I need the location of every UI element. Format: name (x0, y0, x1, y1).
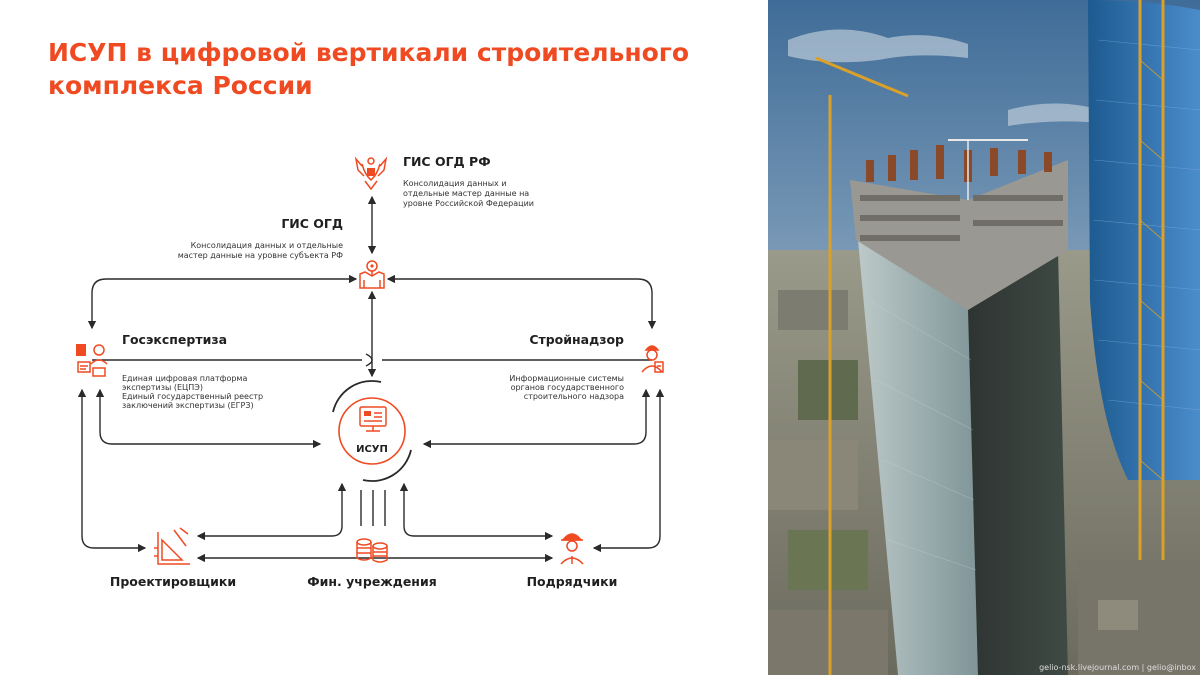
fin-title: Фин. учреждения (307, 574, 436, 589)
arrow-region-to-nadzor (386, 274, 657, 330)
gosexpertiza-desc-3: Единый государственный реестр (122, 392, 263, 401)
skyscraper-photo-illustration (768, 0, 1200, 675)
gis-ogd-rf-desc-1: Консолидация данных и (403, 179, 507, 188)
line-crossover (365, 353, 373, 367)
gosexpertiza-desc-2: экспертизы (ЕЦПЭ) (122, 383, 203, 392)
isup-ring-arc-top (332, 380, 382, 413)
node-gosexpertiza: Госэкспертиза Единая цифровая платформа … (76, 332, 263, 410)
isup-vertical-diagram: ИСУП ГИС ОГД РФ Консолидация данных и от… (76, 154, 665, 589)
gis-ogd-rf-desc-2: отдельные мастер данные на (403, 189, 529, 198)
isup-ring-arc-bottom (362, 449, 412, 482)
construction-photo: gelio-nsk.livejournal.com | gelio@inbox (768, 0, 1200, 675)
drafting-tools-icon (154, 527, 190, 565)
node-podryadchiki: Подрядчики (527, 533, 618, 589)
node-proektirovshchiki: Проектировщики (110, 527, 236, 589)
builder-icon (560, 533, 584, 565)
gis-ogd-desc-2: мастер данные на уровне субъекта РФ (178, 251, 343, 260)
node-stroynadzor: Стройнадзор Информационные системы орган… (509, 332, 664, 401)
slide-title: ИСУП в цифровой вертикали строительного … (48, 36, 748, 102)
arrow-isup-to-contractors (399, 482, 554, 541)
gis-ogd-desc-1: Консолидация данных и отдельные (191, 241, 343, 250)
coins-icon (356, 538, 388, 563)
proektirovshchiki-title: Проектировщики (110, 574, 236, 589)
expert-icon (76, 344, 108, 377)
podryadchiki-title: Подрядчики (527, 574, 618, 589)
monitor-dashboard-icon (359, 406, 387, 432)
arrow-expertise-to-designers (77, 388, 147, 553)
node-isup: ИСУП (332, 380, 412, 482)
stroynadzor-desc-1: Информационные системы (509, 374, 624, 383)
slide-title-line-2: комплекса России (48, 71, 313, 100)
gosexpertiza-desc-4: заключений экспертизы (ЕГРЗ) (122, 401, 254, 410)
stroynadzor-title: Стройнадзор (529, 332, 624, 347)
node-gis-ogd: ГИС ОГД Консолидация данных и отдельные … (178, 216, 385, 289)
gis-ogd-rf-title: ГИС ОГД РФ (403, 154, 491, 169)
arrow-region-to-expertise (87, 274, 358, 330)
gis-ogd-rf-desc-3: уровне Российской Федерации (403, 199, 534, 208)
gosexpertiza-title: Госэкспертиза (122, 332, 227, 347)
connectors (77, 195, 665, 563)
slide-title-line-1: ИСУП в цифровой вертикали строительного (48, 38, 690, 67)
gis-ogd-title: ГИС ОГД (281, 216, 343, 231)
inspector-icon (641, 345, 664, 373)
arrow-isup-to-designers (196, 482, 347, 541)
stroynadzor-desc-2: органов государственного (511, 383, 624, 392)
isup-label: ИСУП (356, 444, 388, 455)
region-map-icon (359, 260, 385, 289)
node-gis-ogd-rf: ГИС ОГД РФ Консолидация данных и отдельн… (354, 154, 534, 208)
photo-credit: gelio-nsk.livejournal.com | gelio@inbox (1039, 663, 1196, 672)
gosexpertiza-desc-1: Единая цифровая платформа (122, 374, 247, 383)
node-fin: Фин. учреждения (307, 538, 437, 589)
emblem-icon (354, 156, 388, 191)
arrow-nadzor-to-contractors (592, 388, 665, 553)
stroynadzor-desc-3: строительного надзора (524, 392, 624, 401)
